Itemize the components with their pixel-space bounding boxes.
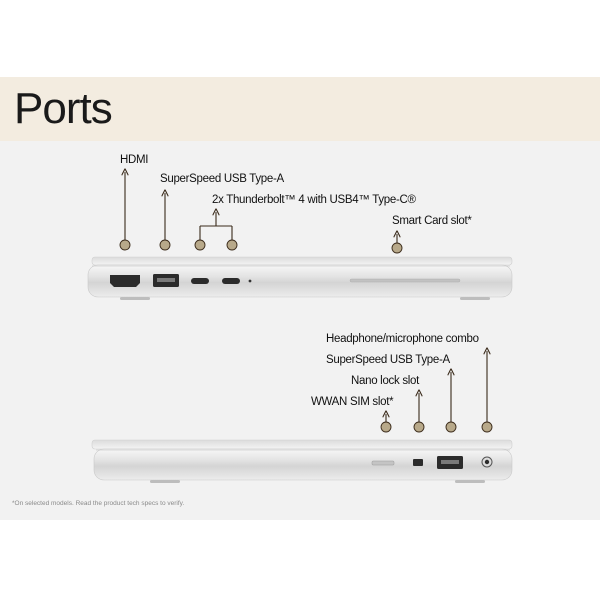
foot-right-1	[150, 480, 180, 483]
laptop-right-lid	[91, 439, 513, 450]
marker-dot	[413, 421, 425, 433]
laptop-left-lid	[91, 256, 513, 266]
nano-lock-slot-icon	[413, 459, 423, 466]
marker-dot	[226, 239, 238, 251]
header-band	[0, 77, 600, 141]
foot-left-1	[120, 297, 150, 300]
laptop-right-side	[91, 439, 513, 483]
label-usb-a-right: SuperSpeed USB Type-A	[326, 354, 450, 366]
markers-right	[380, 421, 493, 433]
laptop-left-side	[87, 256, 513, 300]
label-hdmi: HDMI	[120, 154, 149, 166]
marker-dot	[194, 239, 206, 251]
usb-c-port-icon	[222, 278, 240, 284]
marker-dot	[445, 421, 457, 433]
usb-c-port-icon	[191, 278, 209, 284]
laptop-left-body	[87, 264, 513, 298]
marker-dot	[119, 239, 131, 251]
label-smart-card: Smart Card slot*	[392, 215, 472, 227]
marker-dot	[380, 421, 392, 433]
markers-left	[119, 239, 403, 254]
label-wwan-sim: WWAN SIM slot*	[311, 396, 394, 408]
foot-right-2	[455, 480, 485, 483]
smart-card-slot-icon	[349, 278, 461, 283]
hdmi-port-icon	[110, 275, 140, 287]
marker-dot	[481, 421, 493, 433]
label-usb-a-left: SuperSpeed USB Type-A	[160, 173, 284, 185]
footnote: *On selected models. Read the product te…	[12, 500, 185, 507]
callouts-left	[125, 172, 397, 243]
callouts-right	[386, 351, 487, 422]
foot-left-2	[460, 297, 490, 300]
led-indicator-icon	[248, 279, 252, 283]
sim-slot-icon	[371, 460, 395, 466]
label-headphone-combo: Headphone/microphone combo	[326, 333, 479, 345]
laptop-right-body	[93, 448, 513, 481]
marker-dot	[159, 239, 171, 251]
label-thunderbolt: 2x Thunderbolt™ 4 with USB4™ Type-C®	[212, 194, 416, 206]
label-nano-lock: Nano lock slot	[351, 375, 420, 387]
page-title: Ports	[14, 84, 113, 133]
marker-dot	[391, 242, 403, 254]
